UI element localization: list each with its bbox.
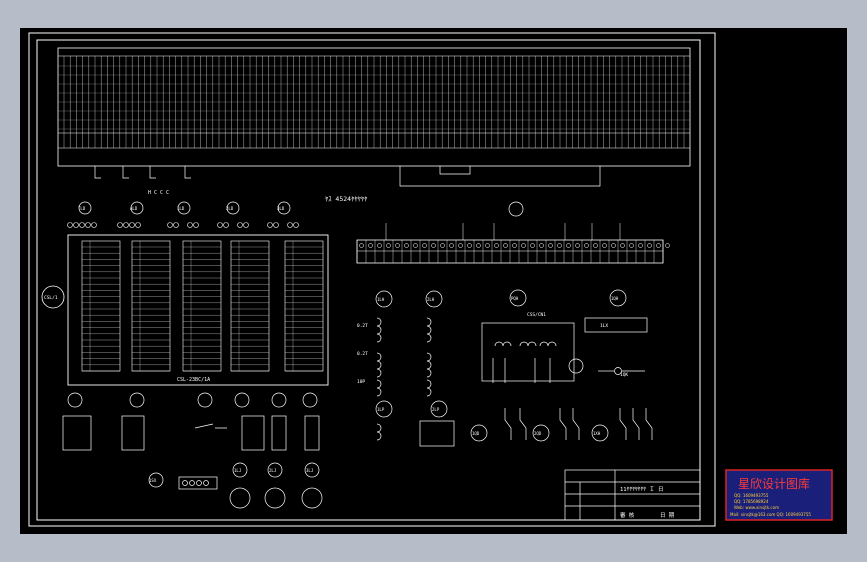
tag-2ld: 2LD [226,206,234,211]
title-block-sign-b: 日 期 [660,512,675,519]
tag-pqh: PQH [511,296,519,301]
drawing-canvas: ﾔｽ 4524ﾔﾔﾔﾔﾔ H C C C TLD ALD 1LD 2LD 3LD… [28,32,833,527]
value-3: 10P [357,379,365,385]
outer-frame [28,32,716,527]
bottom-meters [148,462,323,509]
watermark-stamp: 星欣设计图库 QQ: 1609493755 QQ: 1785698924 Web… [725,469,833,521]
table-note: H C C C [148,190,169,196]
tag-3ld: 3LD [277,206,285,211]
lower-right-symbols [375,400,653,447]
watermark-line2: QQ: 1785698924 [734,499,769,504]
tag-csl-label: CSL/1 [44,295,58,301]
title-block-title: 11ﾔﾔﾔﾔﾔﾔﾔ Ｉ 日 [620,486,664,493]
tag-1lp: 1LP [377,407,385,412]
tag-1qh: 1QH [611,296,619,301]
relay-panel-block [67,234,329,386]
contactor-unit [568,289,648,375]
tag-1sx: 1SX [149,478,157,483]
tag-csl [41,285,65,309]
tag-2lj: 2LJ [269,468,276,473]
terminal-block-label: CSS/CN1 [527,312,546,318]
tag-ald: ALD [130,206,138,211]
watermark-line3: Web: www.xinsjtk.com [734,505,779,510]
tag-2lp: 2LP [432,407,440,412]
tag-1lh: 1LH [377,297,385,302]
watermark-title: 星欣设计图库 [738,476,810,491]
watermark-line4: Mail: xinsjtk@163.com QQ: 1609493755 [730,512,811,517]
tag-tld: TLD [78,206,86,211]
inner-frame [36,39,701,521]
watermark-line1: QQ: 1609493755 [734,493,769,498]
title-block [564,469,701,521]
value-1qk: 1QK [620,372,628,378]
tag-1ld: 1LD [177,206,185,211]
value-1lx: 1LX [600,323,608,329]
coil-group-left [375,290,443,397]
bus-label: ﾔｽ 4524ﾔﾔﾔﾔﾔ [325,195,368,203]
title-block-sign-a: 審 核 [620,511,635,519]
tag-3lj: 3LJ [306,468,313,473]
cad-viewport[interactable]: ﾔｽ 4524ﾔﾔﾔﾔﾔ H C C C TLD ALD 1LD 2LD 3LD… [20,28,847,534]
top-round-tags: TLD ALD 1LD 2LD 3LD [67,201,299,228]
value-2: 0.2T [357,351,368,357]
tag-1lj: 1LJ [234,468,241,473]
tag-1qd: 1QD [472,431,480,436]
terminal-wiring-table [57,47,691,167]
table-leaders [94,166,601,187]
relay-block-label: CSL-23BC/1A [177,377,210,383]
value-1: 0.2T [357,323,368,329]
transformer-box [481,289,575,383]
tag-2lh: 2LH [427,297,435,302]
tag-1xh: 1XH [593,431,601,436]
tag-2qd: 2QD [534,431,542,436]
lower-symbols [62,392,320,451]
right-terminal-strip [356,201,670,264]
